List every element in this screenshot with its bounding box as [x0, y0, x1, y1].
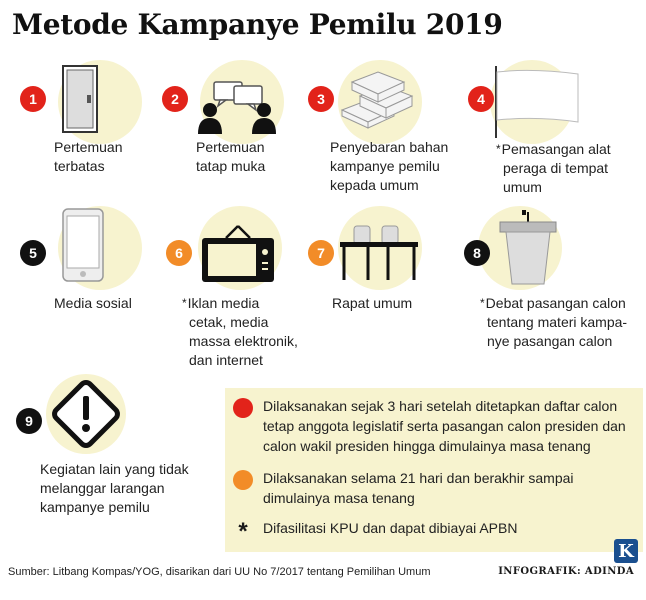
- item-number-3: 3: [308, 86, 334, 112]
- page-title: Metode Kampanye Pemilu 2019: [12, 8, 503, 41]
- item-label-5: Media sosial: [54, 295, 132, 311]
- legend-star-row: * Difasilitasi KPU dan dapat dibiayai AP…: [233, 518, 517, 545]
- star-icon: *: [238, 518, 248, 545]
- meeting-people-icon: [198, 81, 276, 134]
- podium-icon: [499, 210, 557, 285]
- source-note: Sumber: Litbang Kompas/YOG, disarikan da…: [8, 566, 431, 578]
- kompas-logo-icon: K: [614, 539, 638, 563]
- item-number-4: 4: [468, 86, 494, 112]
- paper-stack-icon: [340, 71, 414, 129]
- item-number-9: 9: [16, 408, 42, 434]
- item-number-8: 8: [464, 240, 490, 266]
- item-label-7: Rapat umum: [332, 295, 413, 311]
- television-icon: [202, 225, 274, 282]
- legend-box: Dilaksanakan sejak 3 hari setelah diteta…: [225, 388, 643, 552]
- item-number-2: 2: [162, 86, 188, 112]
- item-number-6: 6: [166, 240, 192, 266]
- highlight-circle: [338, 206, 422, 290]
- apbn-star-icon: *: [496, 142, 501, 156]
- banner-flag-icon: [495, 66, 579, 138]
- item-number-7: 7: [308, 240, 334, 266]
- apbn-star-icon: *: [480, 296, 485, 310]
- item-number-5: 5: [20, 240, 46, 266]
- item-label-8: *Debat pasangan calon tentang materi kam…: [480, 295, 628, 349]
- red-dot-icon: [233, 398, 253, 418]
- orange-dot-icon: [233, 470, 253, 490]
- smartphone-icon: [62, 208, 104, 282]
- item-label-4: *Pemasangan alat peraga di tempat umum: [496, 141, 611, 195]
- warning-sign-icon: [52, 380, 120, 448]
- legend-orange-row: Dilaksanakan selama 21 hari dan berakhir…: [233, 468, 574, 508]
- tables-chairs-icon: [340, 225, 418, 280]
- door-icon: [62, 65, 98, 133]
- item-number-1: 1: [20, 86, 46, 112]
- infographic-credit: INFOGRAFIK: ADINDA: [498, 566, 634, 577]
- item-label-6: *Iklan media cetak, media massa elektron…: [182, 295, 298, 368]
- legend-red-row: Dilaksanakan sejak 3 hari setelah diteta…: [233, 396, 626, 456]
- apbn-star-icon: *: [182, 296, 187, 310]
